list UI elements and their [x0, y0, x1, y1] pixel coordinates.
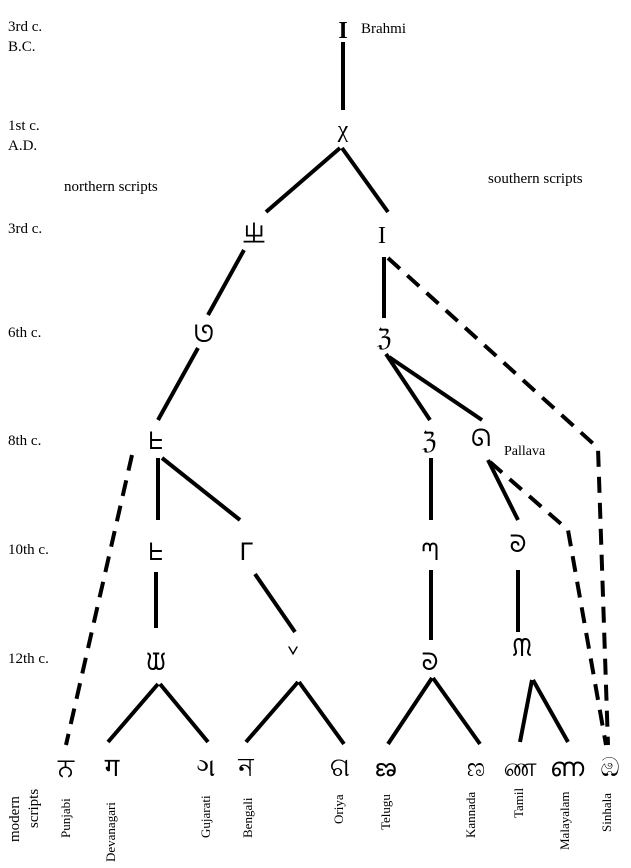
glyph-north-8th: ᖶ: [149, 429, 163, 455]
glyph-south-10th-b: ᘐ: [510, 532, 527, 558]
modern-glyph-tamil: ண: [503, 753, 536, 782]
line-south-6th-pallava: [387, 355, 484, 422]
line-to-devanagari: [106, 682, 160, 744]
glyph-brahmi: I: [338, 18, 347, 44]
dashed-south-to-sinhala: [386, 256, 610, 746]
modern-glyph-kannada: ಣ: [467, 753, 485, 782]
glyph-south-6th: ℨ: [377, 326, 392, 352]
modern-glyph-gujarati: ગ: [197, 753, 216, 782]
modern-glyph-oriya: ଗ: [330, 753, 350, 782]
era-label-1st-c: 1st c.: [8, 118, 40, 134]
modern-glyph-layer: ਨ ग ગ ন ଗ ణ ಣ ண ണ ඹ: [57, 753, 620, 782]
glyph-north-10th-b: ᒥ: [239, 540, 253, 566]
modern-glyph-sinhala: ඹ: [600, 753, 619, 782]
glyph-north-12th-a: ᙡ: [146, 650, 166, 676]
label-southern-scripts: southern scripts: [488, 171, 583, 187]
era-label-6th-c: 6th c.: [8, 325, 42, 341]
era-label-3rd-c-ad: 3rd c.: [8, 221, 43, 237]
glyph-pallava: ᘏ: [471, 426, 491, 452]
glyph-north-6th: ᘎ: [194, 322, 214, 348]
tree-lines: [106, 42, 570, 746]
glyph-south-10th-a: ᘉ: [421, 540, 438, 566]
dashed-pallava-to-sinhala: [488, 460, 608, 746]
modern-glyph-devanagari: ग: [105, 753, 120, 782]
era-label-3rd-c: 3rd c.: [8, 19, 43, 35]
line-to-gujarati: [158, 682, 210, 744]
modern-glyph-telugu: ణ: [375, 753, 396, 782]
line-north-8th-10th-b: [160, 456, 242, 522]
era-label-10th-c: 10th c.: [8, 542, 49, 558]
glyph-north-10th-a: ᖶ: [149, 540, 163, 566]
line-1st-to-south: [340, 146, 390, 214]
modern-glyph-bengali: ন: [237, 753, 254, 782]
era-label-bc: B.C.: [8, 39, 36, 55]
glyph-south-12th-b: ᙏ: [512, 636, 532, 662]
modern-glyph-punjabi: ਨ: [57, 753, 75, 782]
era-label-ad: A.D.: [8, 138, 38, 154]
glyph-1st-ad: χ: [337, 117, 349, 143]
line-to-bengali: [244, 680, 300, 744]
label-pallava: Pallava: [504, 444, 546, 459]
line-to-kannada: [431, 676, 482, 746]
glyph-south-3rd: I: [378, 223, 386, 249]
line-to-malayalam: [531, 679, 570, 743]
line-to-tamil: [518, 679, 534, 743]
dashed-to-punjabi: [64, 454, 134, 746]
label-brahmi: Brahmi: [361, 21, 406, 37]
glyph-south-8th: ℨ: [422, 429, 437, 455]
modern-glyph-malayalam: ണ: [550, 753, 585, 782]
dashed-lines: [64, 256, 610, 746]
line-north-10th-12th-b: [253, 572, 297, 634]
line-north-6th-8th: [156, 347, 200, 421]
line-1st-to-north: [264, 146, 342, 214]
label-northern-scripts: northern scripts: [64, 179, 158, 195]
glyph-north-3rd: ㄓ: [242, 222, 266, 248]
line-to-oriya: [297, 680, 346, 746]
glyph-layer: I χ ㄓ I ᘎ ℨ ᖶ ℨ ᘏ ᖶ ᒥ ᘉ ᘐ ᙡ ᘁ ᘐ ᙏ: [146, 18, 532, 676]
glyph-north-12th-b: ᘁ: [287, 644, 300, 670]
glyph-south-12th-a: ᘐ: [422, 650, 439, 676]
line-to-telugu: [386, 676, 434, 746]
line-north-3rd-6th: [206, 249, 246, 316]
era-label-8th-c: 8th c.: [8, 433, 42, 449]
line-south-6th-8th-a: [384, 352, 432, 422]
line-pallava-10th: [486, 459, 520, 521]
era-label-12th-c: 12th c.: [8, 651, 49, 667]
